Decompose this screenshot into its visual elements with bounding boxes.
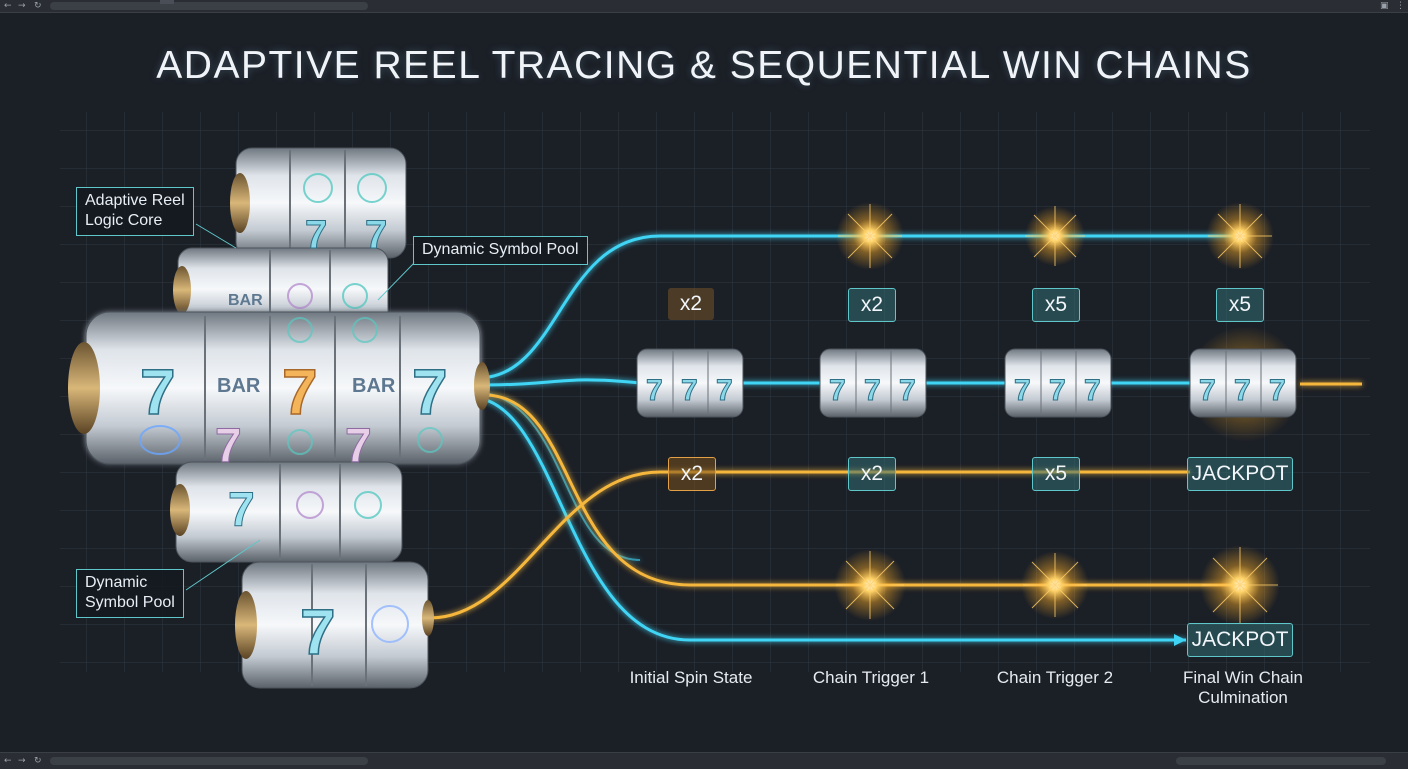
forward-icon[interactable]: → [18, 756, 26, 766]
seven-symbol: 7 [228, 484, 255, 537]
seven-symbol: 7 [1269, 374, 1286, 407]
cyan-flow-lines [477, 234, 1240, 642]
bar-symbol: BAR [217, 375, 261, 397]
jackpot-badge: JACKPOT [1187, 457, 1293, 491]
reel-second [173, 247, 389, 331]
cyan-line-middle [483, 378, 1200, 387]
seven-symbol: 7 [646, 374, 663, 407]
stage-label-trigger-1: Chain Trigger 1 [812, 668, 930, 687]
multiplier-badge: x2 [668, 288, 714, 320]
callout-line: Dynamic Symbol Pool [422, 241, 579, 258]
stage-reel-2 [819, 348, 927, 418]
back-icon[interactable]: ← [4, 1, 12, 11]
amber-flow-lines [429, 382, 1362, 620]
stage-label-line: Final Win Chain [1183, 668, 1303, 687]
seven-symbol: 7 [1199, 374, 1216, 407]
reel-lower [170, 461, 403, 563]
amber-line-middle [429, 470, 1190, 620]
multiplier-badge: x5 [1032, 457, 1080, 491]
amber-line-lower [483, 393, 1245, 587]
callout-logic-core: Adaptive Reel Logic Core [76, 187, 194, 236]
stage-reel-1 [636, 348, 744, 418]
callout-line: Dynamic [85, 574, 148, 591]
reel-symbols: 7 7 BAR 7 BAR 7 BAR 7 7 7 7 7 7 7 7 7 7 … [139, 213, 1286, 669]
multiplier-badge: x2 [668, 457, 716, 491]
seven-symbol: 7 [1049, 374, 1066, 407]
stage-label-trigger-2: Chain Trigger 2 [996, 668, 1114, 687]
arrow-head-icon [1174, 634, 1186, 646]
seven-symbol: 7 [864, 374, 881, 407]
seven-symbol: 7 [716, 374, 733, 407]
callout-line: Adaptive Reel [85, 192, 185, 209]
seven-symbol: 7 [305, 213, 327, 257]
address-bar[interactable] [50, 2, 368, 10]
seven-symbol: 7 [681, 374, 698, 407]
bar-symbol: BAR [228, 292, 263, 309]
seven-symbol: 7 [140, 356, 176, 428]
seven-symbol: 7 [282, 356, 318, 428]
callout-line: Symbol Pool [85, 594, 175, 611]
tab-indicator[interactable] [160, 0, 174, 4]
browser-toolbar: ← → ↻ ▣ ⋮ [0, 0, 1408, 13]
seven-symbol: 7 [899, 374, 916, 407]
reload-icon[interactable]: ↻ [34, 1, 42, 11]
forward-icon[interactable]: → [18, 1, 26, 11]
multiplier-badge: x2 [848, 288, 896, 322]
seven-symbol: 7 [365, 213, 387, 257]
seven-symbol: 7 [829, 374, 846, 407]
stage-reel-3 [1004, 348, 1112, 418]
seven-symbol: 7 [300, 596, 336, 668]
reel-bottom [235, 561, 434, 689]
callout-line: Logic Core [85, 212, 163, 229]
seven-symbol: 7 [215, 420, 242, 473]
diagram-stage: 7 7 BAR 7 BAR 7 BAR 7 7 7 7 7 7 7 7 7 7 … [0, 13, 1408, 751]
seven-symbol: 7 [1084, 374, 1101, 407]
callout-symbol-pool-top: Dynamic Symbol Pool [413, 236, 588, 265]
scrollbar-thumb[interactable] [1176, 757, 1386, 765]
back-icon[interactable]: ← [4, 756, 12, 766]
stage-label-initial: Initial Spin State [629, 668, 753, 687]
stage-label-final: Final Win Chain Culmination [1168, 668, 1318, 708]
diagram-canvas: 7 7 BAR 7 BAR 7 BAR 7 7 7 7 7 7 7 7 7 7 … [60, 112, 1370, 689]
seven-symbol: 7 [412, 356, 448, 428]
multiplier-badge: x5 [1032, 288, 1080, 322]
menu-icon[interactable]: ⋮ [1396, 1, 1405, 11]
seven-symbol: 7 [1234, 374, 1251, 407]
browser-bottom-bar: ← → ↻ [0, 752, 1408, 769]
seven-symbol: 7 [345, 420, 372, 473]
multiplier-badge: x5 [1216, 288, 1264, 322]
multiplier-badge: x2 [848, 457, 896, 491]
extension-icon[interactable]: ▣ [1380, 1, 1389, 11]
stage-reel-4 [1189, 348, 1297, 418]
bar-symbol: BAR [352, 375, 396, 397]
jackpot-badge-final: JACKPOT [1187, 623, 1293, 657]
stage-label-line: Culmination [1198, 688, 1288, 707]
callout-leaders [185, 223, 416, 591]
cyan-line-top [477, 234, 1240, 380]
reel-main [68, 311, 490, 465]
reload-icon[interactable]: ↻ [34, 756, 42, 766]
seven-symbol: 7 [1014, 374, 1031, 407]
callout-symbol-pool-bottom: Dynamic Symbol Pool [76, 569, 184, 618]
scrollbar-track[interactable] [50, 757, 368, 765]
page-title: ADAPTIVE REEL TRACING & SEQUENTIAL WIN C… [156, 44, 1252, 87]
cyan-line-bottom [477, 396, 1186, 642]
